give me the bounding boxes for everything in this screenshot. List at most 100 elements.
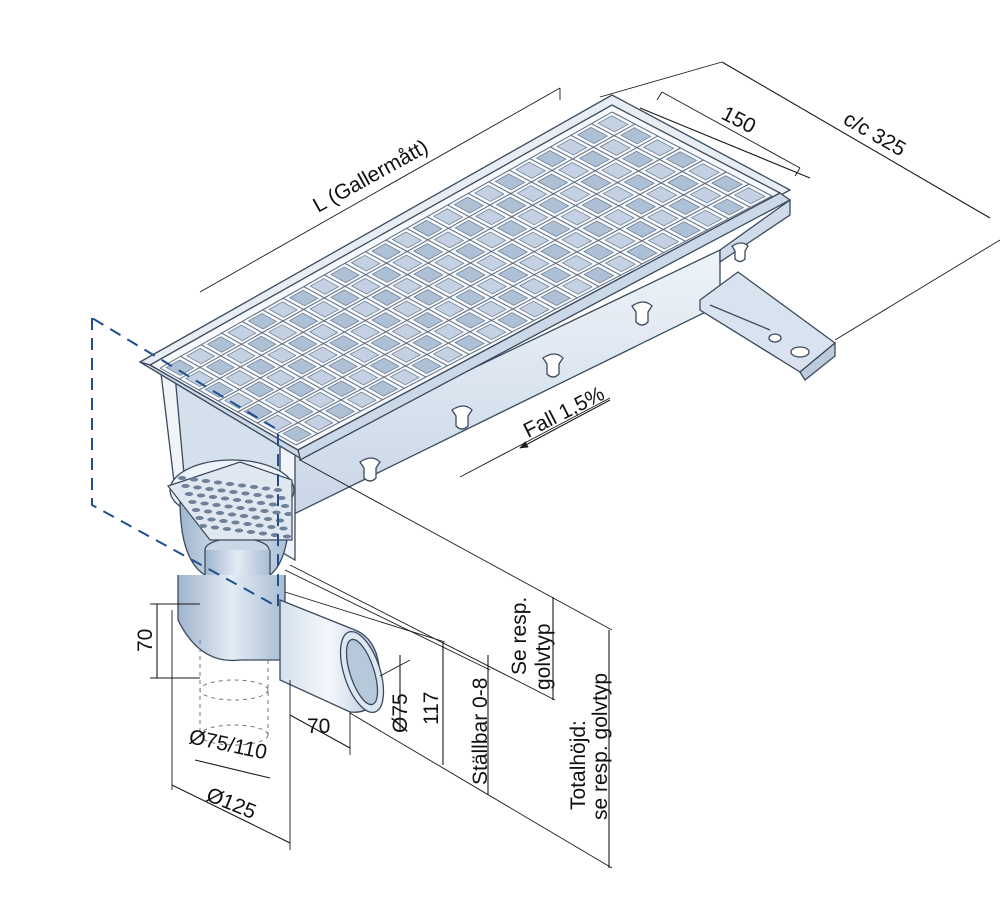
grate-cell <box>350 277 381 295</box>
grate-cell <box>690 210 723 227</box>
grate-cell <box>413 289 444 306</box>
grate-cell <box>246 358 276 375</box>
strainer-hole <box>195 516 204 520</box>
grate-cell <box>561 232 593 249</box>
grate-bar <box>303 286 448 367</box>
grate-cell <box>455 243 486 260</box>
grate-cell <box>371 243 402 260</box>
strainer-hole <box>231 520 240 525</box>
grate-bar <box>406 227 556 310</box>
grate-cell <box>623 174 655 192</box>
strainer-hole <box>205 487 214 491</box>
grate-cell <box>392 300 423 318</box>
grate-cell <box>497 243 528 260</box>
grate-bar <box>276 183 750 435</box>
strainer-hole <box>212 503 221 507</box>
grate-bar <box>218 147 681 402</box>
grate-cell <box>392 277 423 295</box>
strainer-hole <box>273 488 283 492</box>
grate-cell <box>433 323 464 340</box>
grate-cell <box>518 231 550 249</box>
grate-cell <box>535 150 567 168</box>
grate-cell <box>453 196 484 214</box>
strainer-hole <box>224 504 233 509</box>
grate-cell <box>350 300 381 318</box>
strainer-hole <box>203 509 213 514</box>
grate-cell <box>346 391 377 408</box>
grate-cell <box>328 357 358 375</box>
grate-cell <box>494 173 526 191</box>
grate-cell <box>712 198 745 216</box>
grate-cell <box>476 254 507 272</box>
grate-cell <box>325 403 355 420</box>
grate-cell <box>539 220 571 237</box>
grate-cell <box>368 380 399 397</box>
grate-cell <box>264 392 294 409</box>
grate-cell <box>622 150 654 168</box>
grate-cell <box>413 312 444 329</box>
grate-cell <box>282 425 312 442</box>
grate-bar <box>180 355 318 435</box>
grate-cell <box>432 346 464 363</box>
strainer-hole <box>255 523 264 528</box>
strainer-hole <box>189 477 199 482</box>
grate-cell <box>517 208 549 226</box>
grate-cell <box>305 391 336 409</box>
grate-cell <box>348 369 378 386</box>
grate-bar <box>467 193 621 276</box>
grate-bar <box>256 171 727 424</box>
grate-cell <box>537 173 569 191</box>
grate-cell <box>560 208 592 226</box>
grate-cell <box>669 221 701 238</box>
grate-bar <box>198 135 658 391</box>
strainer-hole <box>263 517 273 521</box>
strainer-hole <box>279 526 288 531</box>
grate-cell <box>226 347 256 364</box>
strainer-hole <box>261 486 271 491</box>
grate-cell <box>620 127 652 145</box>
grate-cell <box>267 347 297 364</box>
grate-cell <box>391 323 422 340</box>
grate-cell <box>391 346 421 363</box>
grate-cell <box>309 323 339 341</box>
grate-bar <box>295 195 773 446</box>
grate-cell <box>497 289 529 306</box>
grate-bar <box>570 134 729 220</box>
grate-bar <box>611 111 773 197</box>
grate-cell <box>288 312 319 330</box>
grate-cell <box>644 162 676 180</box>
grate-cell <box>185 370 214 387</box>
strainer-hole <box>272 510 281 515</box>
grate-cell <box>601 162 633 180</box>
grate-bar <box>241 321 383 401</box>
strainer-hole <box>239 514 249 518</box>
grate-cell <box>433 231 464 249</box>
strainer-hole <box>237 483 247 488</box>
grate-cell <box>327 380 357 397</box>
grate-bar <box>529 158 686 242</box>
strainer-hole <box>280 504 290 508</box>
strainer-base <box>167 461 293 541</box>
outlet-height-label: 117 <box>420 692 443 725</box>
strainer-hole <box>246 530 256 534</box>
grate-cell <box>625 220 657 238</box>
strainer-hole <box>284 512 293 516</box>
grate-cell <box>288 335 318 352</box>
strainer-hole <box>234 528 244 533</box>
strainer-hole <box>277 496 286 500</box>
grate-cell <box>412 334 443 352</box>
total-height-label-1: Totalhöjd: <box>567 720 590 810</box>
strainer-hole <box>258 531 268 536</box>
grate-cell <box>538 197 570 214</box>
floor-type-label-1: Se resp. <box>508 597 531 675</box>
strainer-hole <box>256 501 266 505</box>
grate-cell <box>559 185 591 203</box>
grate-cell <box>413 243 444 260</box>
grate-cell <box>371 266 402 283</box>
body-diam-label: Ø125 <box>203 783 259 824</box>
grate-cell <box>474 185 505 202</box>
grate-cell <box>369 357 400 374</box>
grate-cell <box>243 403 273 420</box>
grate-cell <box>540 243 571 260</box>
strainer-hole <box>265 494 274 499</box>
